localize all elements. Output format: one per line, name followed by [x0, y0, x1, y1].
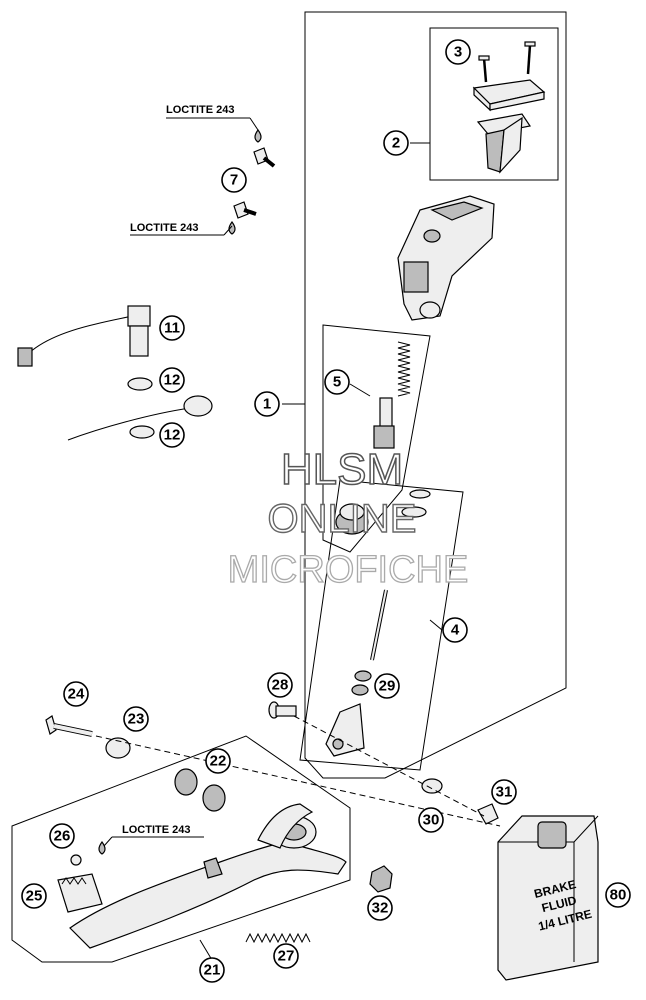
watermark: HLSM ONLINE MICROFICHE: [227, 444, 469, 591]
callout-1: 1: [254, 391, 280, 417]
part-4-push-rod: [325, 489, 431, 757]
part-21-brake-pedal: [69, 803, 347, 949]
callout-12: 12: [159, 367, 185, 393]
svg-text:80: 80: [610, 887, 627, 904]
svg-text:24: 24: [68, 686, 85, 703]
svg-text:5: 5: [333, 374, 341, 391]
callout-5: 5: [324, 369, 350, 395]
callout-26: 26: [49, 823, 75, 849]
callout-32: 32: [367, 895, 393, 921]
pedal-assembly-outline: [11, 735, 351, 963]
svg-text:30: 30: [423, 812, 440, 829]
part-22-bushing: [174, 768, 198, 796]
part-11-brake-light-switch: [17, 305, 151, 367]
svg-text:2: 2: [392, 135, 400, 152]
brake-hose-banjo: [67, 395, 213, 441]
callout-24: 24: [63, 681, 89, 707]
callout-23: 23: [123, 706, 149, 732]
callout-22: 22: [205, 748, 231, 774]
loctite-labels: LOCTITE 243 LOCTITE 243 LOCTITE 243: [122, 104, 234, 836]
callout-27: 27: [273, 943, 299, 969]
loctite-drop-icon: [228, 220, 236, 235]
callout-28: 28: [267, 672, 293, 698]
svg-text:28: 28: [272, 677, 289, 694]
part-7-bolts: [233, 147, 276, 219]
callout-2: 2: [383, 130, 409, 156]
svg-text:27: 27: [278, 948, 295, 965]
callout-7: 7: [221, 167, 247, 193]
watermark-line-2: ONLINE: [268, 497, 417, 541]
svg-text:23: 23: [128, 711, 145, 728]
callout-12: 12: [159, 422, 185, 448]
loctite-label: LOCTITE 243: [122, 824, 190, 836]
part-22-bushing: [202, 784, 226, 812]
part-3-screws: [478, 41, 536, 83]
svg-text:12: 12: [164, 372, 181, 389]
svg-text:32: 32: [372, 900, 389, 917]
callout-30: 30: [418, 807, 444, 833]
svg-text:12: 12: [164, 427, 181, 444]
svg-text:1: 1: [263, 396, 271, 413]
svg-text:25: 25: [26, 888, 43, 905]
loctite-drop-icon: [98, 840, 106, 855]
callout-4: 4: [442, 617, 468, 643]
callout-3: 3: [445, 39, 471, 65]
svg-text:21: 21: [204, 962, 221, 979]
part-24-bolt: [45, 715, 93, 737]
callout-11: 11: [159, 315, 185, 341]
callout-25: 25: [21, 883, 47, 909]
assembly-5-outline: [322, 324, 431, 553]
svg-text:26: 26: [54, 828, 71, 845]
watermark-line-3: MICROFICHE: [228, 549, 469, 591]
part-30-washer: [421, 778, 443, 794]
assembly-4-outline: [299, 479, 464, 771]
parts-2-3-box: [429, 27, 559, 181]
svg-text:22: 22: [210, 753, 227, 770]
part-23-washer: [105, 737, 131, 759]
callout-80: 80: [605, 882, 631, 908]
part-2-reservoir-cap: [472, 79, 546, 174]
part-12-washer: [127, 377, 153, 391]
watermark-line-1: HLSM: [281, 445, 403, 494]
part-29-nuts: [351, 670, 372, 696]
part-31-clip: [477, 803, 499, 825]
part-25-pedal-tip: [57, 854, 103, 913]
loctite-label: LOCTITE 243: [166, 104, 234, 116]
svg-text:3: 3: [454, 44, 462, 61]
part-12-washer: [129, 425, 155, 439]
part-80-brake-fluid-bottle: BRAKE FLUID 1/4 LITRE: [497, 815, 599, 981]
callout-29: 29: [374, 673, 400, 699]
master-cylinder-body: [397, 195, 495, 321]
svg-text:31: 31: [496, 784, 513, 801]
part-32-nut: [369, 865, 393, 893]
leader-lines: [103, 117, 443, 961]
part-5-spring: [335, 341, 411, 535]
loctite-label: LOCTITE 243: [130, 222, 198, 234]
assembly-1-outline: [304, 11, 567, 779]
assembly-axis-line: [293, 715, 485, 817]
part-28-pin: [268, 701, 297, 719]
callout-21: 21: [199, 957, 225, 983]
loctite-drop-icon: [254, 128, 262, 143]
part-27-spring: [245, 932, 311, 944]
svg-text:29: 29: [379, 678, 396, 695]
svg-text:11: 11: [164, 320, 180, 337]
svg-text:4: 4: [451, 622, 460, 639]
callout-31: 31: [491, 779, 517, 805]
svg-text:7: 7: [230, 172, 238, 189]
